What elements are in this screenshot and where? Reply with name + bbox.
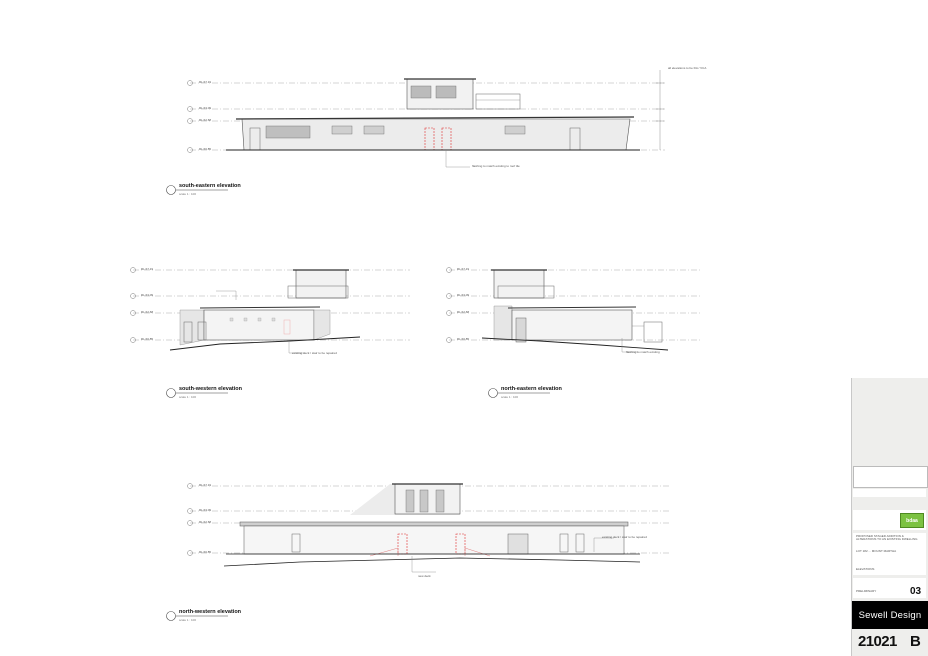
project-details bbox=[853, 533, 926, 575]
level-label: RL 60.85 bbox=[199, 147, 212, 151]
view-title-south-western: south-western elevation bbox=[179, 386, 242, 392]
drawing-status: PRELIMINARY bbox=[856, 589, 877, 593]
level-label: RL 60.85 bbox=[199, 550, 212, 554]
north-eastern-elevation-drawing bbox=[446, 267, 700, 353]
drawing-name: ELEVATIONS bbox=[856, 567, 875, 571]
level-label: RL 60.85 bbox=[141, 337, 154, 341]
view-title-markers bbox=[166, 185, 498, 621]
level-label: RL 63.09 bbox=[457, 293, 470, 297]
revision-table bbox=[853, 466, 928, 488]
brand-banner: Sewell Design bbox=[852, 601, 928, 629]
note-south-western: existing deck / stair to be repaired bbox=[292, 351, 337, 355]
view-title-north-western: north-western elevation bbox=[179, 609, 242, 615]
level-label: RL 62.68 bbox=[141, 310, 154, 314]
view-scale-south-eastern: scale 1 : 100 bbox=[179, 192, 197, 196]
view-scale-north-western: scale 1 : 100 bbox=[179, 618, 197, 622]
level-label: RL 62.68 bbox=[199, 118, 212, 122]
revision-letter: B bbox=[910, 633, 921, 650]
north-western-elevation-drawing bbox=[187, 483, 670, 573]
view-scale-north-eastern: scale 1 : 100 bbox=[501, 395, 519, 399]
height-note: all elevations to be DA / VCA bbox=[668, 66, 707, 70]
bdaa-logo: bdaa bbox=[900, 513, 924, 528]
level-label: RL 60.85 bbox=[457, 337, 470, 341]
note-north-eastern: flashing to match existing bbox=[626, 350, 660, 354]
note-north-western: existing deck / stair to be repaired bbox=[602, 535, 647, 539]
level-label: RL 63.09 bbox=[199, 106, 212, 110]
level-label: RL 62.68 bbox=[457, 310, 470, 314]
level-label: RL 67.19 bbox=[457, 267, 470, 271]
south-eastern-elevation-drawing bbox=[187, 70, 665, 168]
view-title-north-eastern: north-eastern elevation bbox=[501, 386, 562, 392]
note2-north-western: new deck bbox=[418, 574, 431, 578]
level-label: RL 63.09 bbox=[199, 508, 212, 512]
sheet-details bbox=[853, 578, 926, 598]
level-markers bbox=[187, 80, 193, 153]
south-western-elevation-drawing bbox=[130, 267, 410, 354]
note-south-eastern: flashing to match existing to roof tile bbox=[472, 164, 520, 168]
project-address: LOT 182 ... MOUNT MARTHA bbox=[856, 549, 897, 553]
level-label: RL 67.19 bbox=[199, 80, 212, 84]
project-name: PROPOSED STAGED ADDITION & ALTERATIONS T… bbox=[856, 534, 918, 541]
title-block-row bbox=[853, 489, 926, 497]
sheet-number: 03 bbox=[910, 586, 922, 597]
level-label: RL 67.19 bbox=[141, 267, 154, 271]
level-label: RL 67.19 bbox=[199, 483, 212, 487]
view-title-south-eastern: south-eastern elevation bbox=[179, 183, 241, 189]
level-label: RL 62.68 bbox=[199, 520, 212, 524]
job-number: 21021 bbox=[858, 633, 897, 650]
level-label: RL 63.09 bbox=[141, 293, 154, 297]
view-scale-south-western: scale 1 : 100 bbox=[179, 395, 197, 399]
